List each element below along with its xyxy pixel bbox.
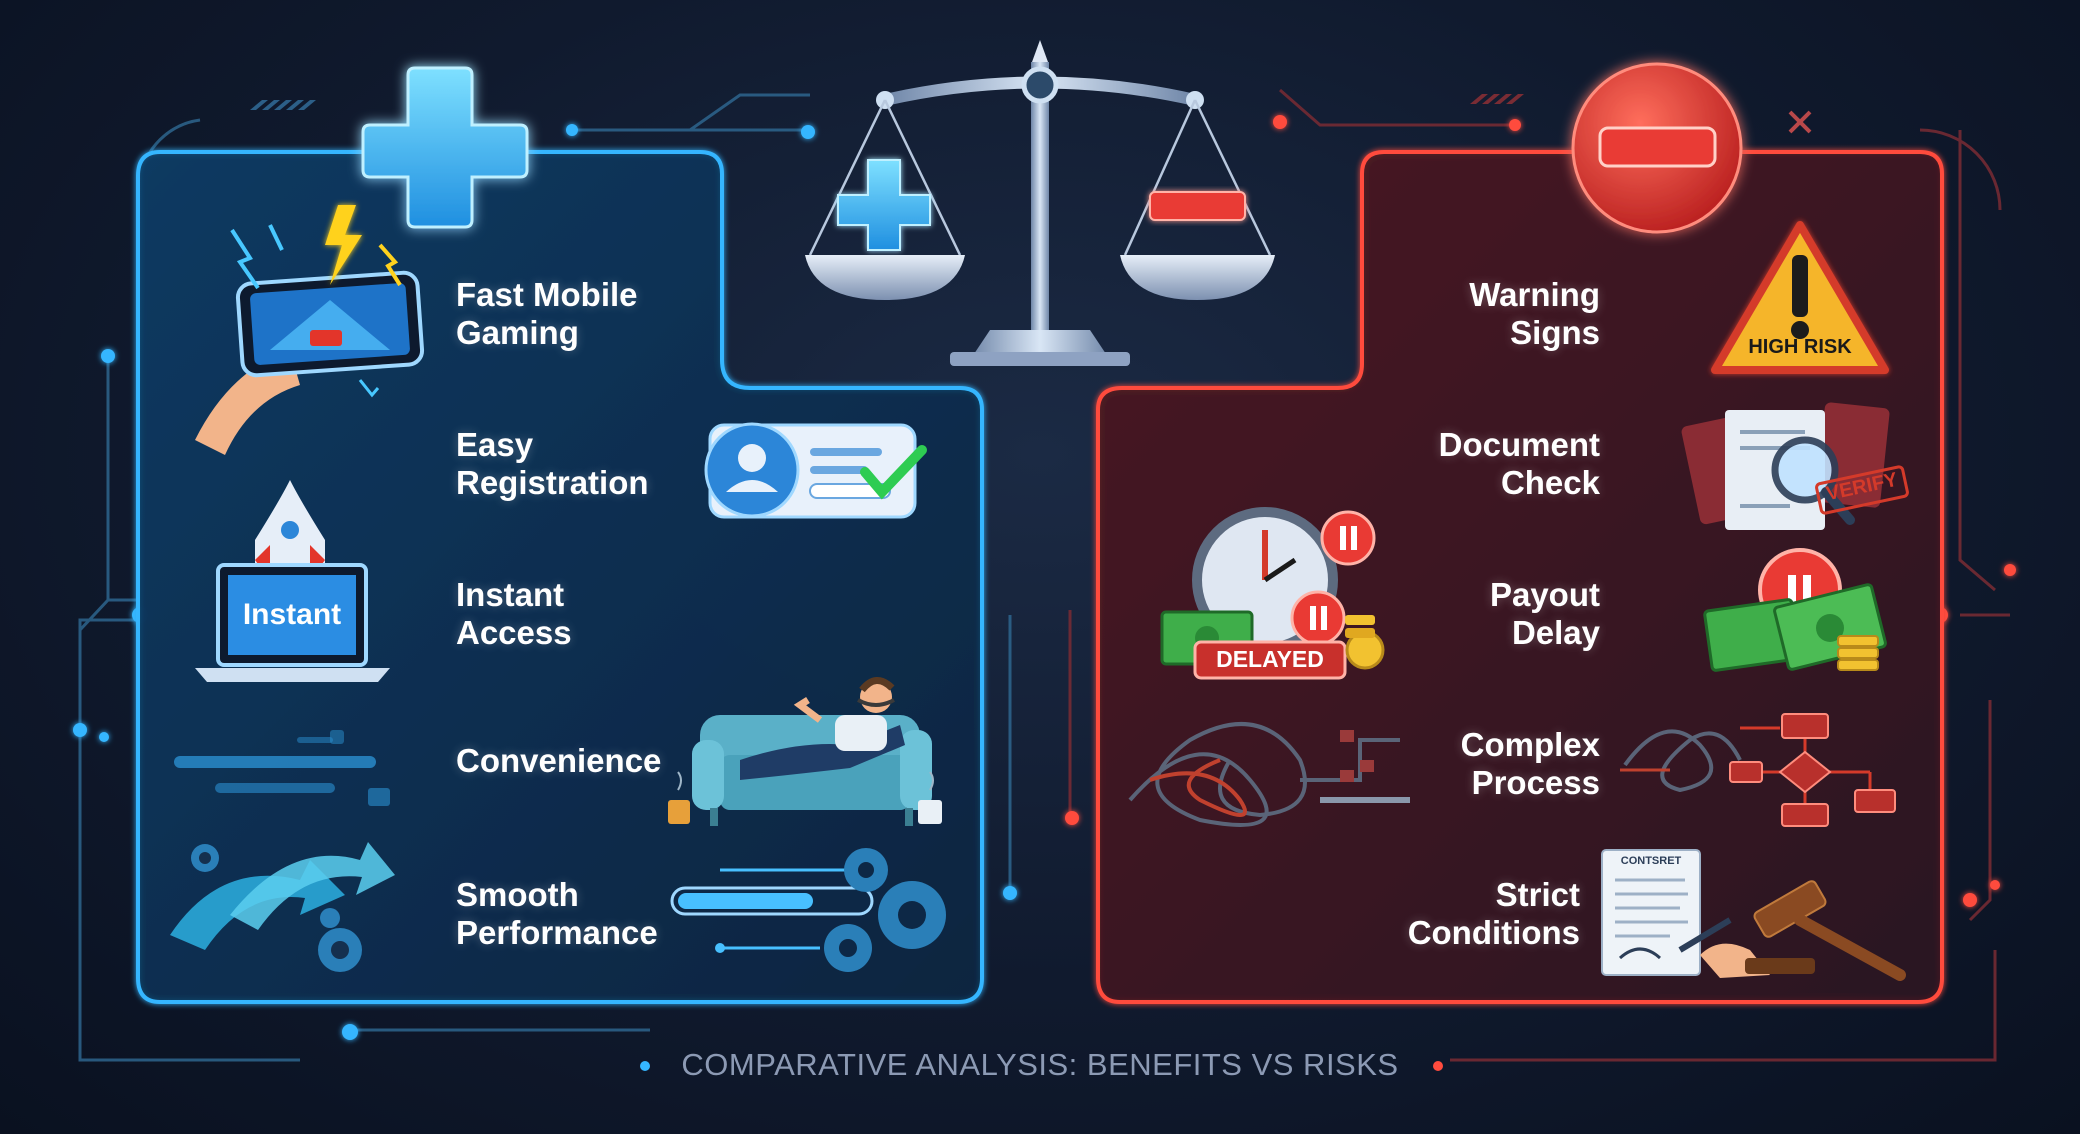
laptop-label: Instant [242,598,342,631]
benefit-label-instant-access: Instant Access [456,576,572,651]
plus-icon [361,66,529,229]
stripe-marks-left [250,100,316,110]
progress-gears-icon [670,848,946,972]
registration-card-icon [704,422,927,519]
tangled-lines-icon [1128,722,1410,827]
benefit-label-smooth-performance: Smooth Performance [456,876,658,951]
stripe-marks-right [1470,94,1524,104]
speed-lines-icon [174,730,390,806]
couch-relax-icon [668,677,942,826]
smooth-arrows-icon [170,842,395,972]
complex-flowchart-icon [1620,713,1896,827]
delayed-label: DELAYED [1216,646,1324,672]
benefit-label-fast-mobile-gaming: Fast Mobile Gaming [456,276,638,351]
circuit-lines-right [1068,88,2010,1062]
contract-label: CONTSRET [1620,855,1682,867]
footer-caption: COMPARATIVE ANALYSIS: BENEFITS VS RISKS [681,1047,1399,1082]
mobile-gaming-icon [195,205,425,455]
circuit-lines-left [78,93,1012,1062]
benefit-label-easy-registration: Easy Registration [456,426,649,501]
payout-money-clock-icon [1703,548,1887,672]
minus-icon [1571,62,1743,234]
risk-label-strict-conditions: Strict Conditions [1407,876,1580,951]
balance-scale-icon [805,40,1275,366]
benefits-separators [200,386,960,840]
laptop-rocket-icon [195,480,390,682]
document-magnifier-icon [1681,402,1909,530]
high-risk-label: HIGH RISK [1748,336,1852,358]
close-icon [1788,110,1812,134]
risk-label-complex-process: Complex Process [1460,726,1600,801]
risk-label-warning-signs: Warning Signs [1469,276,1600,351]
benefit-label-convenience: Convenience [456,742,662,779]
contract-gavel-icon [1601,849,1906,981]
delayed-clock-icon [1160,507,1385,680]
risk-label-payout-delay: Payout Delay [1489,576,1600,651]
warning-triangle-icon [1711,221,1889,374]
risk-label-document-check: Document Check [1438,426,1600,501]
